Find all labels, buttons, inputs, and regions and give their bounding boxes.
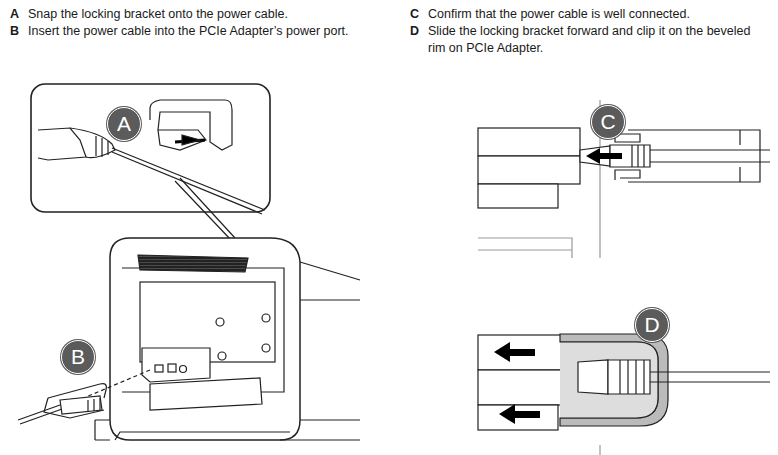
step-text: Slide the locking bracket forward and cl…: [428, 23, 768, 57]
callout-letter: C: [591, 105, 625, 139]
step-text: Snap the locking bracket onto the power …: [28, 6, 388, 23]
callout-letter: A: [107, 107, 141, 141]
step-text: Insert the power cable into the PCIe Ada…: [28, 23, 398, 40]
step-letter: A: [10, 6, 26, 23]
step-text: Confirm that the power cable is well con…: [428, 6, 773, 23]
step-letter: D: [410, 23, 426, 40]
callout-letter: B: [61, 340, 95, 374]
step-letter: B: [10, 23, 26, 40]
callout-letter: D: [635, 308, 669, 342]
step-letter: C: [410, 6, 426, 23]
